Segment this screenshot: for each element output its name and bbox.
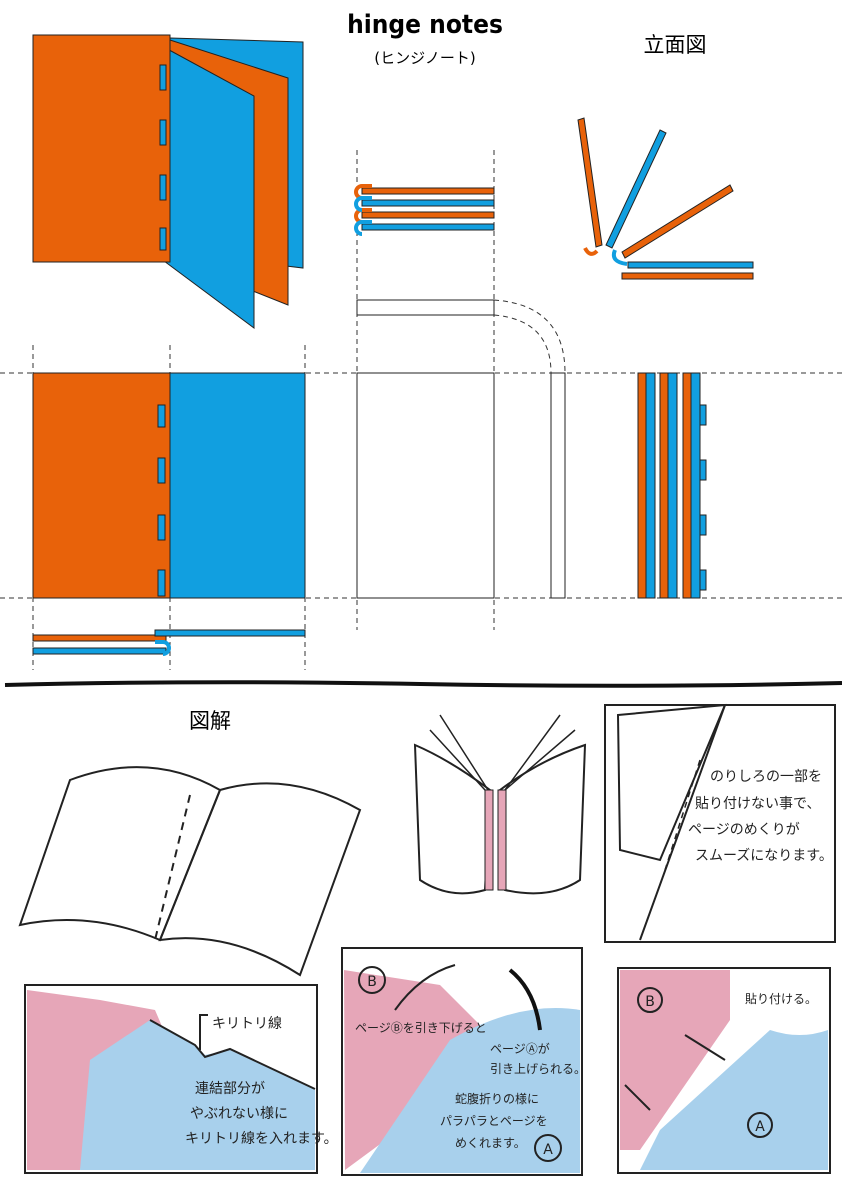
accordion-note: 蛇腹折りの様に パラパラとページを めくれます。 (440, 1091, 551, 1150)
subtitle: (ヒンジノート) (374, 49, 475, 67)
glue-detail-panel: のりしろの一部を 貼り付けない事で、 ページのめくりが スムーズになります。 (604, 703, 836, 943)
label-a-right: A (755, 1119, 765, 1135)
pull-down-note: ページⒷを引き下げると (355, 1021, 487, 1035)
stack-side-view (354, 184, 495, 236)
cut-line-label: キリトリ線 (212, 1016, 282, 1032)
fan-elevation (577, 117, 754, 280)
page-outlines (356, 299, 566, 599)
title: hinge notes (347, 10, 503, 40)
elevation-heading: 立面図 (644, 33, 707, 57)
open-notebook-sketch (18, 766, 362, 977)
cut-line-panel: キリトリ線 連結部分が やぶれない様に キリトリ線を入れます。 (24, 984, 338, 1174)
section-divider (4, 680, 842, 688)
glue-note: のりしろの一部を 貼り付けない事で、 ページのめくりが スムーズになります。 (688, 769, 833, 864)
explanation-heading: 図解 (189, 709, 231, 733)
attach-note: 貼り付ける。 (745, 991, 817, 1006)
attach-panel: B A 貼り付ける。 (617, 967, 831, 1174)
bottom-strips (32, 629, 306, 656)
pull-up-note: ページⒶが 引き上げられる。 (490, 1041, 586, 1076)
cut-note: 連結部分が やぶれない様に キリトリ線を入れます。 (185, 1081, 338, 1147)
label-a-middle: A (543, 1142, 553, 1158)
book-perspective (32, 34, 304, 329)
label-b-middle: B (367, 974, 377, 990)
page-flip-panel: B A ページⒷを引き下げると ページⒶが 引き上げられる。 蛇腹折りの様に パ… (341, 947, 586, 1176)
front-view (32, 372, 306, 599)
fan-notebook-sketch (413, 714, 587, 895)
woven-strips (637, 372, 707, 599)
label-b-right: B (645, 994, 655, 1010)
